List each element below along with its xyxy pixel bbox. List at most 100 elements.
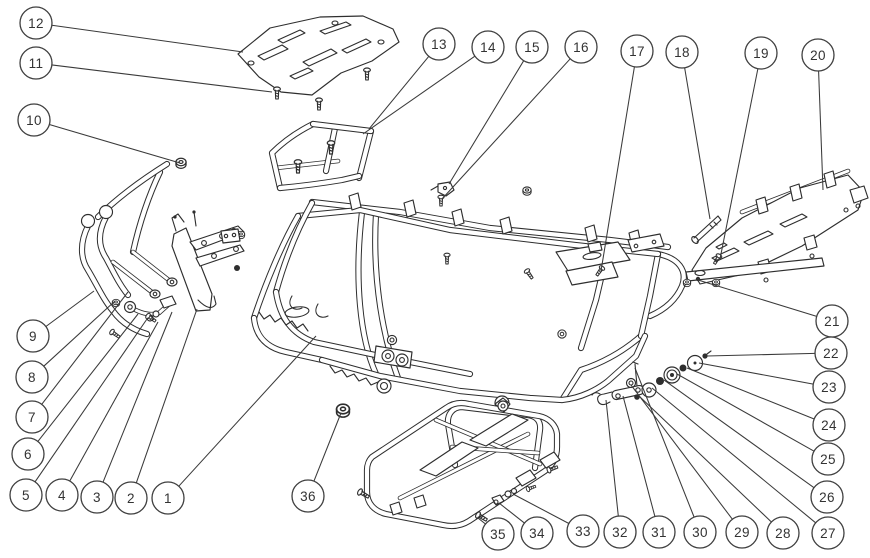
leader-line [622, 395, 656, 517]
hitch-pin [632, 361, 639, 387]
callout-number: 14 [480, 40, 496, 55]
part-main-frame-drawing [220, 186, 684, 411]
leader-line [45, 290, 95, 327]
part-rack-subframe-drawing [272, 124, 371, 188]
callout-number: 6 [24, 447, 32, 462]
callout-circle [11, 437, 45, 471]
leader-line [605, 399, 619, 517]
callout-circle [566, 514, 600, 548]
carrier-strap [419, 441, 479, 477]
callout-number: 21 [824, 314, 840, 329]
leader-line [49, 124, 181, 164]
callout-circle [19, 6, 53, 40]
leader-line [448, 60, 525, 185]
callout-4: 4 [45, 321, 159, 512]
carrier-strap [469, 413, 529, 447]
leader-line [600, 66, 635, 272]
callout-number: 32 [612, 525, 628, 540]
leader-line [638, 395, 772, 523]
callout-circle [683, 515, 717, 549]
leader-line [51, 24, 244, 53]
callout-34: 34 [498, 502, 554, 550]
callout-31: 31 [622, 395, 676, 549]
rack-bolt [363, 67, 371, 81]
callout-number: 35 [490, 527, 506, 542]
callout-number: 29 [734, 525, 750, 540]
callout-27: 27 [651, 387, 845, 550]
callout-circle [620, 34, 654, 68]
part-hitch-cluster-drawing [591, 350, 712, 406]
leader-line [102, 311, 173, 483]
washer [504, 490, 512, 498]
callout-18: 18 [665, 35, 711, 220]
leader-line [368, 56, 430, 130]
leader-line [51, 64, 273, 93]
nut-10 [175, 157, 187, 170]
callout-circle [291, 479, 325, 513]
hitch-hook [591, 391, 613, 406]
leader-line [34, 318, 148, 483]
part-elbow-clamp-drawing [108, 295, 177, 341]
clamp [159, 295, 177, 309]
leader-line [477, 517, 486, 525]
callout-circle [15, 400, 49, 434]
leader-line [684, 67, 711, 220]
callout-number: 7 [28, 410, 36, 425]
leader-line [719, 68, 759, 260]
carrier-lug-ring [497, 400, 509, 412]
front-rack-plate [237, 15, 400, 96]
rack-bolt [273, 86, 281, 100]
bracket-plate [171, 227, 213, 312]
callout-circle [814, 336, 848, 370]
clamp-bolt [437, 194, 445, 207]
callout-2: 2 [114, 308, 198, 515]
callout-1: 1 [151, 335, 317, 515]
callout-33: 33 [512, 493, 600, 548]
serrated-edge [258, 311, 309, 332]
callout-22: 22 [706, 336, 848, 370]
callout-circle [19, 46, 53, 80]
leader-line [41, 291, 129, 405]
callout-number: 24 [821, 418, 837, 433]
bushing [386, 334, 398, 346]
hitch-ring [625, 377, 637, 389]
rack-bolt [315, 97, 323, 111]
callout-21: 21 [697, 279, 849, 338]
bar-nut [682, 278, 692, 288]
callout-circle [16, 319, 50, 353]
leader-line [498, 502, 525, 524]
callout-14: 14 [362, 30, 505, 135]
leader-line [697, 279, 817, 317]
part-rear-carrier-drawing [355, 397, 561, 526]
tube-end-cap [80, 213, 96, 229]
nut [679, 364, 687, 372]
leader-line [69, 321, 159, 482]
part-mount-bracket-drawing [171, 210, 246, 312]
callout-15: 15 [448, 30, 549, 185]
callout-number: 25 [820, 452, 836, 467]
callout-number: 23 [821, 380, 837, 395]
serrated-edge [329, 365, 384, 390]
washer [510, 487, 518, 495]
callout-circle [80, 480, 114, 514]
callout-number: 27 [820, 526, 836, 541]
callout-circle [744, 36, 778, 70]
callout-circle [471, 30, 505, 64]
leader-line [651, 387, 816, 524]
leader-line [313, 412, 342, 482]
callout-circle [725, 515, 759, 549]
tube-end-cap [98, 204, 114, 220]
callout-number: 1 [164, 491, 172, 506]
callout-number: 30 [692, 525, 708, 540]
callout-number: 15 [524, 40, 540, 55]
callout-17: 17 [600, 34, 654, 272]
callout-16: 16 [441, 30, 598, 200]
callout-circle [642, 515, 676, 549]
carrier-clevis [491, 494, 505, 506]
bushing [557, 329, 567, 339]
callout-number: 12 [28, 16, 44, 31]
callout-7: 7 [15, 291, 129, 434]
leader-line [135, 308, 198, 484]
